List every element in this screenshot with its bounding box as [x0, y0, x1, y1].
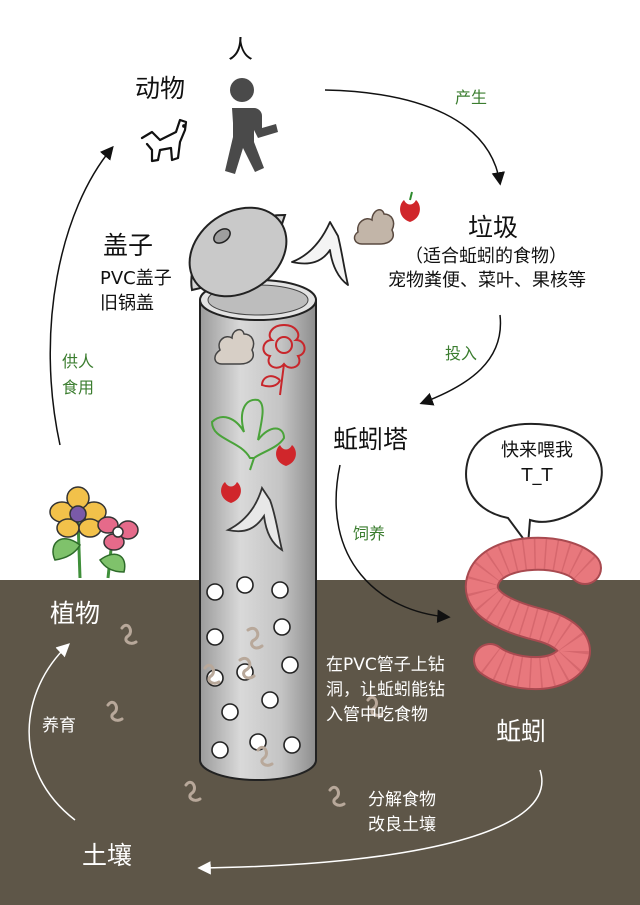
poop-icon — [353, 209, 395, 245]
flower-plant-icon — [49, 486, 139, 579]
node-animal: 动物 — [135, 74, 186, 103]
arrow-plant-to-animal — [49, 145, 114, 446]
banana-peel-in-tube-icon — [225, 485, 284, 552]
edge-label-supply-line1: 供人 — [62, 352, 95, 371]
flower-in-tube-icon — [260, 323, 306, 396]
node-garbage: 垃圾 — [468, 213, 519, 242]
poop-in-tube-icon — [214, 328, 255, 365]
apple-core-icon — [400, 191, 420, 222]
garbage-desc-line1: （适合蚯蚓的食物） — [405, 246, 567, 267]
banana-peel-icon — [291, 221, 349, 286]
garbage-desc-line2: 宠物粪便、菜叶、果核等 — [388, 270, 586, 291]
lid-desc-line1: PVC盖子 — [100, 268, 172, 289]
lid-desc-line2: 旧锅盖 — [100, 293, 154, 314]
tube-note-line2: 洞，让蚯蚓能钻 — [326, 680, 445, 700]
node-worm-tower: 蚯蚓塔 — [333, 425, 409, 454]
earthworm-icon — [464, 536, 602, 691]
bubble-text-line1: 快来喂我 — [501, 440, 573, 461]
node-lid: 盖子 — [103, 231, 154, 260]
edge-label-decompose-line1: 分解食物 — [368, 790, 436, 810]
apple-core-in-tube-icon — [221, 445, 296, 503]
arrow-garbage-to-tower — [419, 314, 502, 406]
node-soil: 土壤 — [82, 841, 133, 870]
tube-note-line3: 入管中吃食物 — [326, 705, 428, 725]
node-earthworm: 蚯蚓 — [496, 717, 547, 746]
lid-icon — [188, 206, 288, 298]
human-figure-icon — [225, 78, 278, 174]
arrow-worm-to-soil — [197, 769, 543, 875]
node-human: 人 — [228, 35, 254, 64]
tube-note-line1: 在PVC管子上钻 — [326, 655, 445, 675]
edge-label-supply-line2: 食用 — [62, 378, 95, 397]
arrow-soil-to-plant — [28, 643, 76, 821]
small-worms — [106, 623, 384, 807]
edge-label-feed: 饲养 — [353, 524, 386, 543]
edge-label-put-in: 投入 — [445, 344, 478, 363]
edge-label-produce: 产生 — [455, 88, 488, 107]
vegetable-leaf-icon — [210, 398, 286, 471]
arrow-human-to-garbage — [324, 89, 505, 186]
edge-label-decompose-line2: 改良土壤 — [368, 815, 436, 835]
bubble-text-line2: T_T — [521, 465, 553, 486]
dog-icon — [140, 118, 188, 163]
arrow-tower-to-worm — [335, 464, 451, 623]
edge-label-nurture: 养育 — [42, 716, 76, 736]
node-plant: 植物 — [50, 599, 101, 628]
